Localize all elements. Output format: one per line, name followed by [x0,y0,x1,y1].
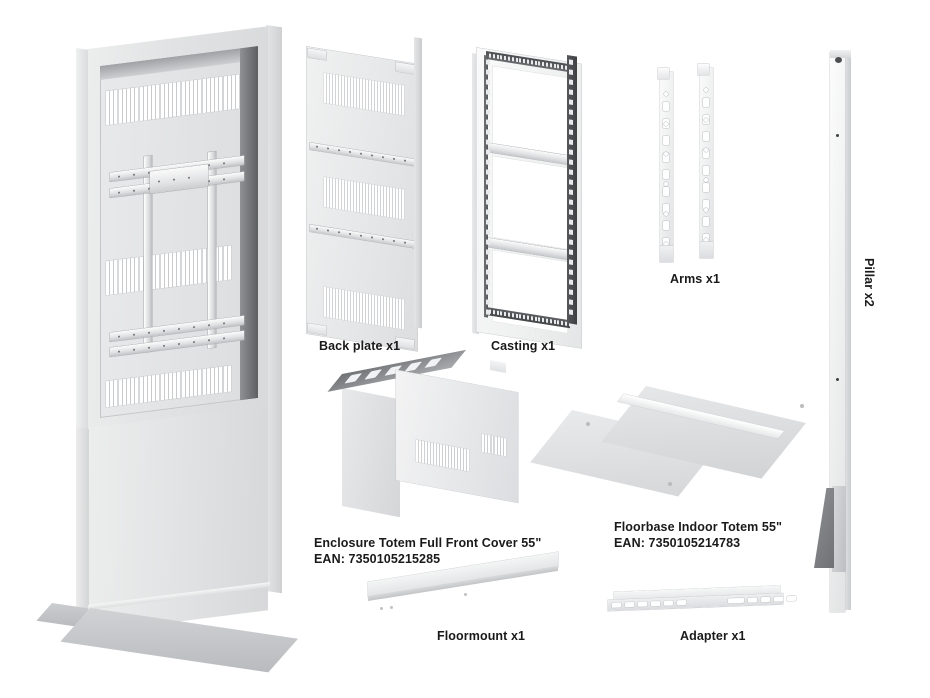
floorbase-name-label: Floorbase Indoor Totem 55" [614,520,783,534]
back-plate-tab-tl [308,48,326,61]
pillar-top-cap [830,50,851,58]
pillar-foot-shaft [832,486,846,572]
cover-top-tab [490,360,506,373]
arm-right-foot [700,242,713,258]
adapter-illustration [608,585,796,628]
aperture-right-inner [240,46,258,401]
arm-left-hook [658,68,669,79]
back-plate-tab-bl [308,323,326,336]
adapter-label: Adapter x1 [680,629,746,643]
totem-lower-body [88,405,268,633]
pillar-side-face [845,54,851,610]
arms-illustration [658,60,724,265]
arm-left-foot [660,246,673,262]
cover-vent-right [482,433,508,457]
floorbase-illustration [530,382,822,512]
casting-perforated-right [567,55,577,325]
back-plate-vent-top [324,72,406,116]
casting-perforated-left [484,55,490,318]
cover-vent-left [416,439,470,472]
arm-right-hook [698,64,709,75]
casting-opening-top [492,65,568,156]
back-plate-face [306,46,418,352]
floormount-hole-b [390,606,393,609]
totem-lower-side [76,427,89,629]
pillar-label: Pillar x2 [862,258,876,307]
cover-front-panel [396,370,518,503]
arms-label: Arms x1 [670,272,721,286]
floorbase-hole-left [586,422,590,426]
totem-vent-band-low [106,365,234,408]
pillar-hole-upper [836,134,839,137]
floorbase-hole-bottom [668,482,672,486]
arm-right [700,68,713,254]
casting-opening-mid [492,155,568,250]
back-plate-vent-bottom [324,286,406,330]
totem-vent-band-top [106,74,240,126]
floormount-hole-c [464,593,467,596]
arm-left [660,72,673,258]
totem-display-aperture [100,46,258,419]
casting-illustration [472,45,602,349]
back-plate-side-rail [414,37,422,329]
pillar-top-hole [835,57,842,63]
back-plate-label: Back plate x1 [319,339,401,353]
pillar-illustration [814,48,868,628]
floormount-label: Floormount x1 [437,629,526,643]
totem-assembly-illustration [36,25,314,673]
cover-name-label: Enclosure Totem Full Front Cover 55" [314,536,542,550]
enclosure-front-cover-illustration [327,349,530,518]
floormount-hole-a [380,607,383,610]
back-plate-vent-mid [324,176,406,220]
totem-right-edge [266,25,282,594]
back-plate-tab-tr [396,62,414,75]
cover-ean-label: EAN: 7350105215285 [314,552,441,566]
pillar-front-face [830,52,845,612]
floormount-illustration [368,551,568,622]
casting-label: Casting x1 [491,339,556,353]
pillar-hole-mid [836,378,839,381]
back-plate-rail-upper [310,142,414,167]
back-plate-illustration [300,37,450,352]
floorbase-hole-right [800,404,804,408]
back-plate-rail-lower [310,224,414,249]
cover-rear-panel [342,388,400,518]
floorbase-ean-label: EAN: 7350105214783 [614,536,741,550]
